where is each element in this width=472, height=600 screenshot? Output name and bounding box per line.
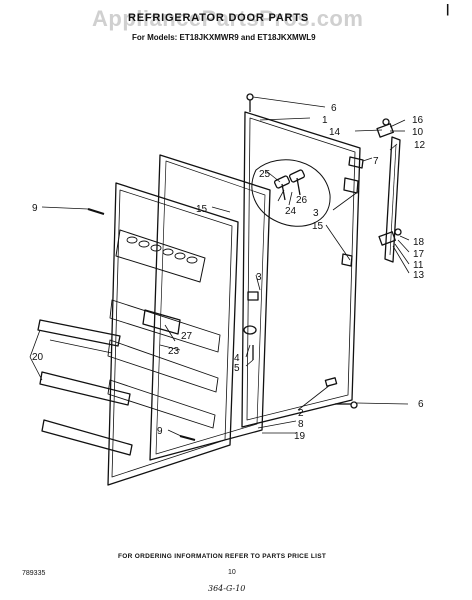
callout-9-bottom: 9 bbox=[157, 426, 163, 437]
models-subtitle: For Models: ET18JKXMWR9 and ET18JKXMWL9 bbox=[132, 33, 316, 42]
callout-11: 11 bbox=[413, 260, 424, 271]
screw-top bbox=[246, 93, 254, 101]
outer-door-panel bbox=[241, 111, 361, 428]
callout-6-top: 6 bbox=[331, 103, 337, 114]
callout-3-upper: 3 bbox=[313, 208, 319, 219]
callout-labels: 6 1 14 16 10 12 7 25 26 24 3 15 18 17 11… bbox=[32, 103, 426, 442]
callout-19: 19 bbox=[294, 431, 306, 442]
callout-7: 7 bbox=[373, 156, 379, 167]
callout-16: 16 bbox=[412, 115, 424, 126]
door-handle-strip bbox=[384, 136, 401, 263]
ordering-info-note: FOR ORDERING INFORMATION REFER TO PARTS … bbox=[118, 553, 327, 560]
screw-9-left bbox=[87, 208, 105, 215]
callout-20: 20 bbox=[32, 352, 44, 363]
callout-27: 27 bbox=[181, 331, 193, 342]
page-title: REFRIGERATOR DOOR PARTS bbox=[128, 12, 309, 24]
egg-cups bbox=[126, 236, 198, 264]
clip-3 bbox=[247, 291, 259, 301]
callout-2: 2 bbox=[298, 408, 304, 419]
inner-door-liner bbox=[107, 182, 239, 486]
screw-9-bottom bbox=[179, 435, 196, 441]
callout-17: 17 bbox=[413, 249, 425, 260]
screw-bottom bbox=[350, 401, 358, 409]
document-number: 789335 bbox=[22, 570, 46, 577]
callout-15-left: 15 bbox=[196, 204, 208, 215]
callout-6-bottom: 6 bbox=[418, 399, 424, 410]
shelf-bar-lower bbox=[39, 371, 131, 406]
bracket-right bbox=[341, 253, 353, 267]
callout-18: 18 bbox=[413, 237, 425, 248]
trim-panel bbox=[251, 159, 331, 227]
egg-tray bbox=[115, 229, 206, 283]
butter-compartment bbox=[142, 309, 181, 335]
hinge-top bbox=[376, 123, 394, 138]
callout-15-right: 15 bbox=[312, 221, 324, 232]
hinge-bottom bbox=[378, 231, 396, 246]
corner-mark: | bbox=[446, 2, 450, 16]
callout-23: 23 bbox=[168, 346, 180, 357]
shelf-bar-bottom bbox=[41, 419, 133, 456]
callout-4: 4 bbox=[234, 353, 240, 364]
callout-12: 12 bbox=[414, 140, 426, 151]
watermark-logo: AppliancePartsPros.com bbox=[92, 6, 364, 31]
callout-24: 24 bbox=[285, 206, 297, 217]
cam-4 bbox=[243, 325, 257, 335]
callout-13: 13 bbox=[413, 270, 425, 281]
callout-25: 25 bbox=[259, 169, 271, 180]
callout-1: 1 bbox=[322, 115, 328, 126]
callout-10: 10 bbox=[412, 127, 424, 138]
handwritten-note: 364-G-10 bbox=[208, 584, 246, 593]
callout-9-left: 9 bbox=[32, 203, 38, 214]
callout-14: 14 bbox=[329, 127, 341, 138]
stop-block bbox=[343, 177, 359, 194]
callout-26: 26 bbox=[296, 195, 308, 206]
outer-door-panel-rim bbox=[246, 117, 356, 421]
page-number: 10 bbox=[228, 569, 236, 576]
callout-3-middle: 3 bbox=[256, 272, 262, 283]
door-gasket bbox=[149, 154, 271, 461]
shelf-bar-upper bbox=[37, 319, 121, 347]
callout-5: 5 bbox=[234, 363, 240, 374]
door-stop bbox=[348, 156, 364, 169]
callout-8: 8 bbox=[298, 419, 304, 430]
